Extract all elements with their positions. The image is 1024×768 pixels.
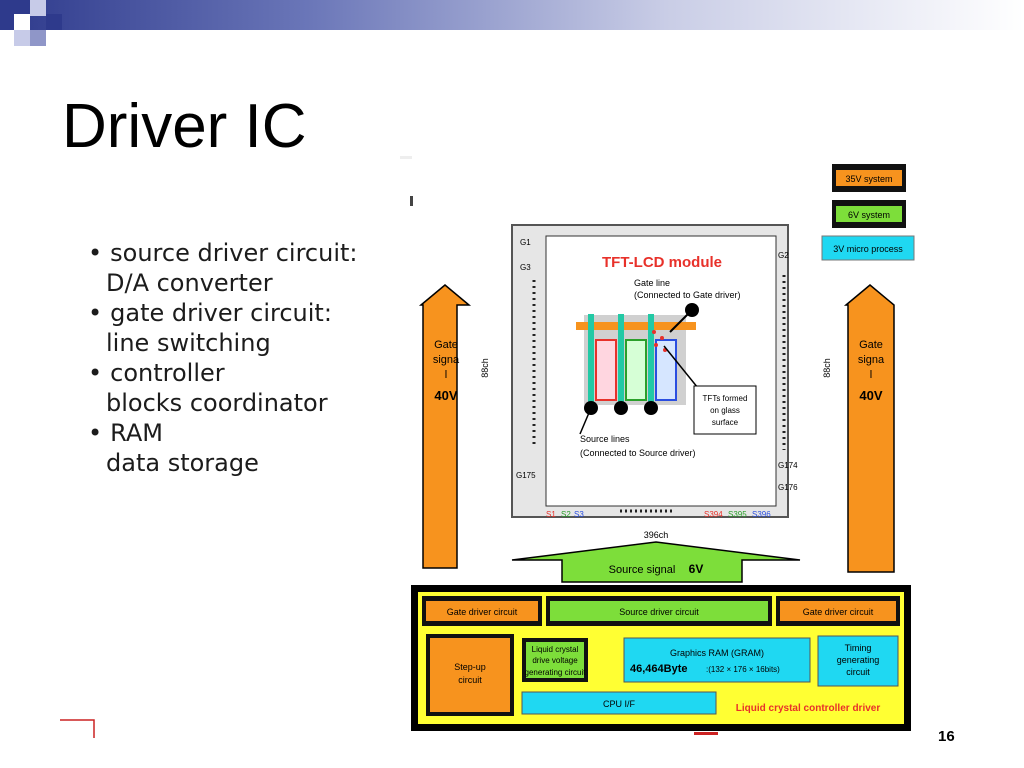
label-s3: S3: [574, 510, 584, 519]
driver-ic-diagram: 35V system 6V system 3V micro process Ga…: [400, 156, 915, 735]
cpu-if-label: CPU I/F: [603, 699, 636, 709]
header-square-decoration: [30, 30, 46, 46]
label-g174: G174: [778, 461, 798, 470]
header-square-decoration: [14, 30, 30, 46]
bullet-subtext: blocks coordinator: [106, 389, 328, 417]
controller-driver-block: Gate driver circuit Source driver circui…: [411, 585, 911, 731]
header-square-decoration: [46, 30, 62, 46]
tft-label-line1: TFTs formed: [703, 394, 748, 403]
stepup-line2: circuit: [458, 675, 482, 685]
source-lines-label: Source lines: [580, 434, 630, 444]
header-square-decoration: [46, 14, 62, 30]
tft-dot: [652, 330, 656, 334]
source-line-1: [588, 314, 594, 409]
label-s395: S395: [728, 510, 747, 519]
red-subpixel: [595, 339, 617, 401]
gate-driver-right-label: Gate driver circuit: [803, 607, 874, 617]
page-number: 16: [938, 728, 955, 745]
gate-signal-right-arrow: Gate signa l 40V 88ch: [822, 284, 895, 573]
gate-line-bar: [576, 322, 696, 330]
timing-line3: circuit: [846, 667, 870, 677]
lc-driver-label: Liquid crystal controller driver: [736, 703, 881, 714]
tft-callout-box: [693, 385, 757, 435]
tft-label-line2: on glass: [710, 406, 740, 415]
header-gradient-bar: [0, 0, 1024, 30]
lc-voltage-line3: generating circuit: [525, 668, 587, 677]
gate-left-line2: signa: [433, 354, 460, 366]
gate-left-channels: 88ch: [480, 358, 490, 378]
bullet-item: controller: [88, 358, 358, 388]
bullet-item: RAM: [88, 418, 358, 448]
bullet-subtext: data storage: [106, 449, 259, 477]
stepup-line1: Step-up: [454, 662, 486, 672]
tft-pointer: [663, 345, 699, 389]
legend-6v-label: 6V system: [848, 210, 890, 220]
module-title: TFT-LCD module: [602, 254, 722, 271]
tft-label-line3: surface: [712, 418, 739, 427]
gate-left-voltage: 40V: [434, 388, 457, 403]
gate-line-label: Gate line: [634, 278, 670, 288]
bullet-subtext: line switching: [106, 329, 271, 357]
legend-3v: 3V micro process: [821, 235, 915, 261]
tft-lcd-module: TFT-LCD module G1 G3 G2 G175 G174 G176 S…: [511, 224, 798, 519]
gate-line-note: (Connected to Gate driver): [634, 290, 741, 300]
gate-right-line3: l: [870, 369, 872, 381]
gram-size: 46,464Byte: [630, 663, 688, 675]
green-subpixel: [625, 339, 647, 401]
source-channels: 396ch: [644, 530, 669, 540]
bullet-subtext: D/A converter: [106, 269, 273, 297]
lc-voltage-line1: Liquid crystal: [532, 645, 579, 654]
mark-decoration: [694, 732, 718, 735]
tick-decoration: [410, 196, 413, 206]
corner-mark: [60, 719, 95, 738]
source-lines-note: (Connected to Source driver): [580, 448, 696, 458]
label-s394: S394: [704, 510, 723, 519]
header-square-decoration: [14, 14, 30, 30]
tft-dot: [654, 343, 658, 347]
source-pointer-dot: [614, 401, 628, 415]
source-pointer-dot: [644, 401, 658, 415]
gate-signal-left-arrow: Gate signa l 40V 88ch: [418, 284, 490, 569]
source-line-2: [618, 314, 624, 409]
timing-line2: generating: [837, 655, 880, 665]
gate-right-voltage: 40V: [859, 388, 882, 403]
legend-35v-label: 35V system: [845, 174, 892, 184]
gate-right-line1: Gate: [859, 339, 883, 351]
label-s1: S1: [546, 510, 556, 519]
bullet-item: gate driver circuit:: [88, 298, 358, 328]
label-g1: G1: [520, 238, 531, 247]
header-square-decoration: [30, 0, 46, 16]
gate-right-line2: signa: [858, 354, 885, 366]
legend-3v-label: 3V micro process: [833, 244, 903, 254]
label-g3: G3: [520, 263, 531, 272]
gate-left-line1: Gate: [434, 339, 458, 351]
label-g2: G2: [778, 251, 789, 260]
label-s2: S2: [561, 510, 571, 519]
legend-35v: 35V system: [832, 164, 906, 192]
source-signal-arrow: 396ch Source signal 6V: [511, 530, 801, 583]
lc-voltage-line2: drive voltage: [532, 656, 578, 665]
source-driver-label: Source driver circuit: [619, 607, 699, 617]
gram-dims: :(132 × 176 × 16bits): [706, 665, 780, 674]
gate-right-channels: 88ch: [822, 358, 832, 378]
gate-driver-left-label: Gate driver circuit: [447, 607, 518, 617]
bullet-list: source driver circuit: D/A converter gat…: [88, 238, 358, 478]
source-line-3: [648, 314, 654, 409]
tft-dot: [660, 336, 664, 340]
gram-title: Graphics RAM (GRAM): [670, 648, 764, 658]
source-pointer: [579, 407, 592, 435]
strip-decoration: [400, 156, 412, 159]
timing-line1: Timing: [845, 643, 872, 653]
label-s396: S396: [752, 510, 771, 519]
label-g175: G175: [516, 471, 536, 480]
gate-left-line3: l: [445, 369, 447, 381]
bullet-item: source driver circuit:: [88, 238, 357, 268]
label-g176: G176: [778, 483, 798, 492]
source-signal-label: Source signal: [609, 564, 676, 576]
legend-6v: 6V system: [832, 200, 906, 228]
source-signal-voltage: 6V: [689, 562, 704, 576]
slide-title: Driver IC: [62, 92, 307, 161]
gate-line-pointer-dot: [685, 303, 699, 317]
